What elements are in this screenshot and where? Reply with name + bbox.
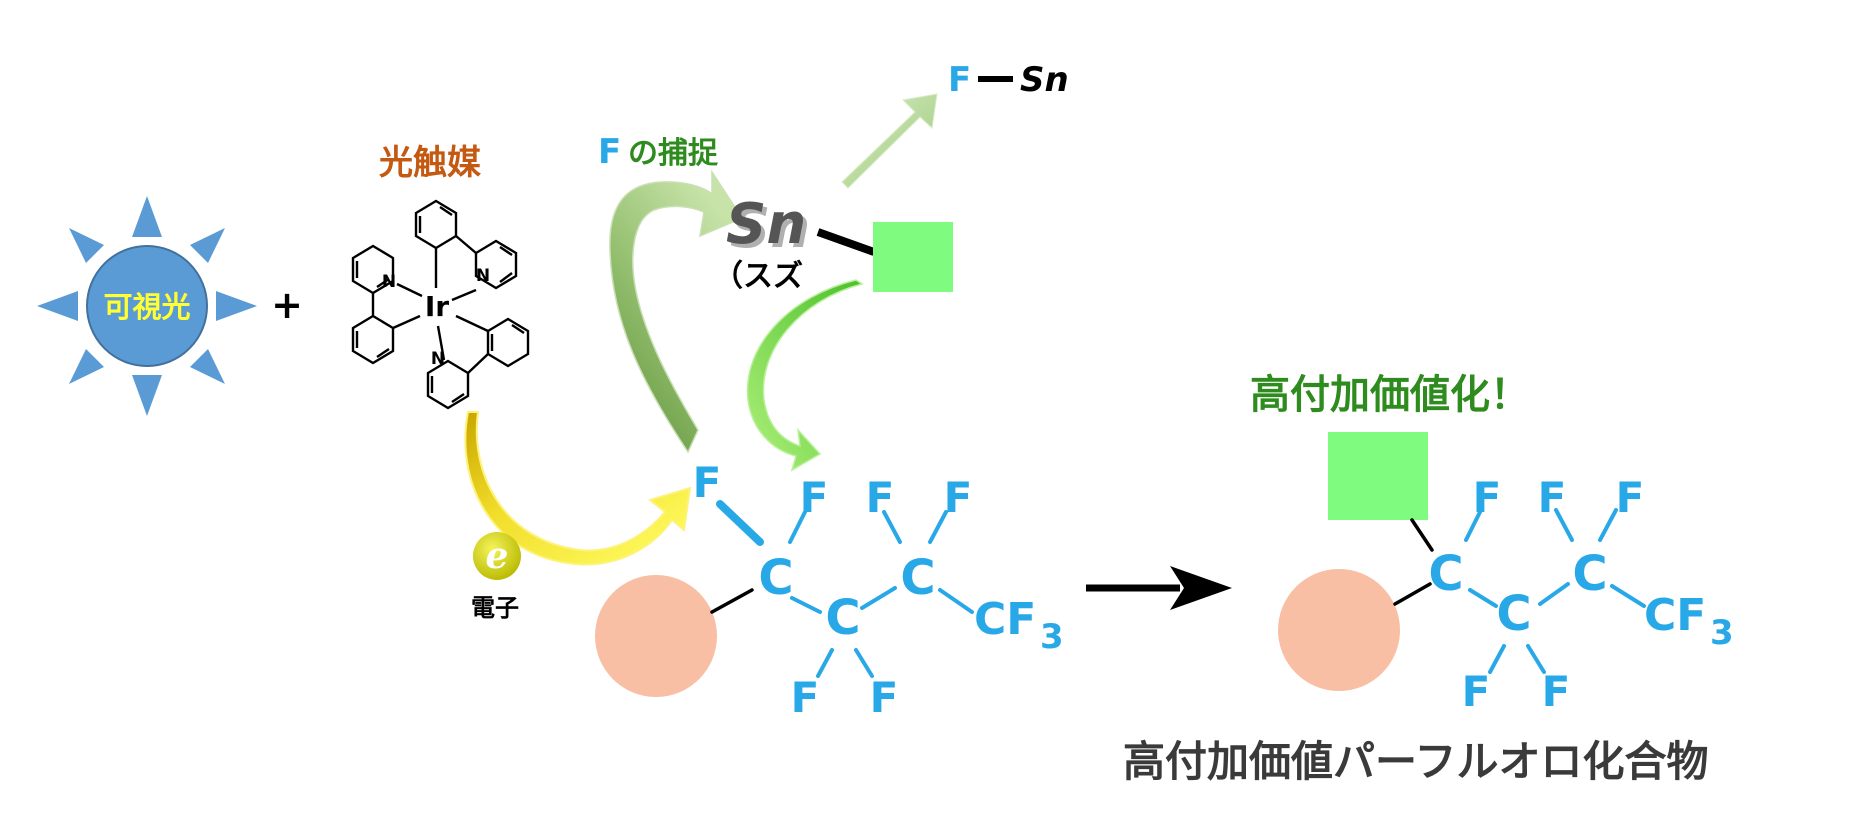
fsn-tin: Sn: [1020, 60, 1069, 100]
plus-sign: +: [271, 283, 303, 327]
reactant-fluorine: F: [791, 673, 820, 722]
electron-transfer-arrow: [464, 411, 692, 566]
product-fluorine: F: [1462, 667, 1491, 716]
sn-square-bond: [816, 228, 876, 256]
tin-symbol: Sn: [726, 192, 806, 257]
reactant-carbon: C: [825, 590, 860, 646]
electron-symbol: e: [486, 535, 509, 577]
fluorine-capture-arrow: [609, 169, 744, 454]
reactant-fluorine: F: [866, 473, 895, 522]
nitrogen-label-left: N: [382, 272, 396, 292]
reactant-cf3: CF: [974, 594, 1036, 645]
electron-label: 電子: [471, 594, 519, 622]
substituent-transfer-arrow: [746, 279, 864, 472]
product-carbon: C: [1428, 546, 1463, 602]
reactant-fluorine: F: [800, 473, 829, 522]
reactant-fluorine: F: [870, 673, 899, 722]
product-carbon: C: [1496, 586, 1531, 642]
product-fluorine: F: [1473, 473, 1502, 522]
product-cf3: CF: [1644, 590, 1706, 641]
nitrogen-label-bottom: N: [431, 349, 445, 369]
substituent-square-product: [1328, 432, 1428, 520]
product-fluorine: F: [1538, 473, 1567, 522]
ir-complex-structure: [351, 199, 530, 410]
product-bonds: [1393, 508, 1646, 674]
reactant-fluorine: F: [944, 473, 973, 522]
product-fluorine: F: [1616, 473, 1645, 522]
product-fluorine: F: [1542, 667, 1571, 716]
reactant-carbon: C: [900, 550, 935, 606]
visible-light-label: 可視光: [103, 290, 190, 324]
fluorine-capture-label: の捕捉: [628, 136, 719, 171]
product-caption: 高付加価値パーフルオロ化合物: [1123, 737, 1708, 786]
reactant-fluorine-leaving: F: [693, 458, 722, 507]
substrate-circle: [595, 575, 717, 697]
reactant-bonds: [710, 500, 974, 678]
product-substrate-circle: [1278, 569, 1400, 691]
photocatalyst-label: 光触媒: [379, 143, 482, 183]
fluorine-capture-label-f: F: [598, 132, 621, 172]
electron-icon: [473, 532, 521, 580]
reactant-carbon: C: [758, 550, 793, 606]
reactant-cf3-subscript: 3: [1040, 617, 1064, 657]
sun-icon: [37, 196, 257, 416]
reaction-arrow: [1086, 566, 1232, 610]
fsn-formation-arrow: [841, 93, 938, 189]
substituent-square-reagent: [873, 222, 953, 292]
tin-symbol-shadow: Sn: [730, 196, 810, 261]
nitrogen-label-top: N: [476, 266, 490, 286]
value-added-headline: 高付加価値化！: [1250, 372, 1530, 418]
product-cf3-subscript: 3: [1710, 613, 1734, 653]
product-carbon: C: [1572, 546, 1607, 602]
tin-japanese-label: （スズ: [713, 259, 803, 294]
fsn-fluorine: F: [948, 60, 971, 100]
iridium-atom-label: Ir: [425, 290, 449, 323]
